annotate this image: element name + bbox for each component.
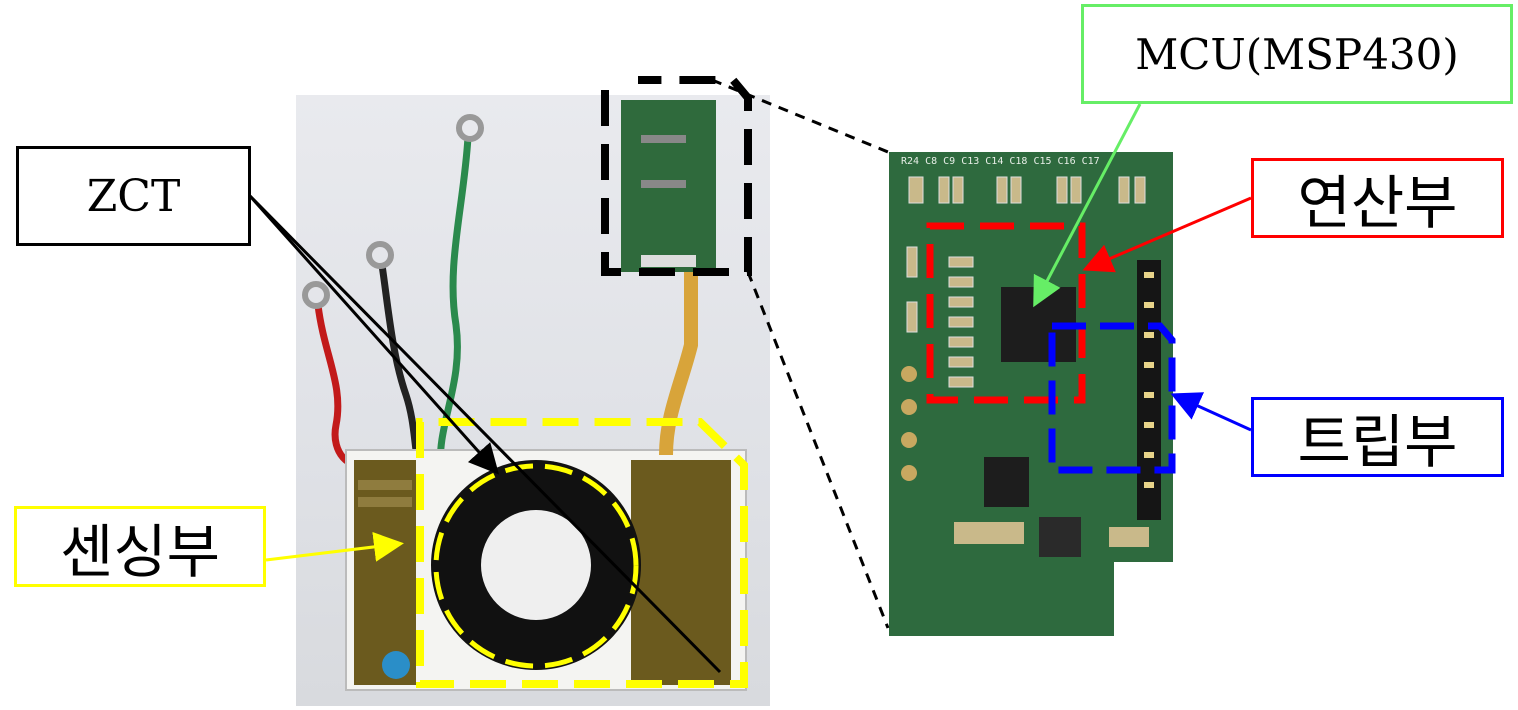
calc-label-box: 연산부 (1251, 158, 1504, 238)
zoom-leader-bottom (746, 271, 890, 629)
mcu-arrow (1033, 103, 1142, 308)
trip-region-dashed-outline (1048, 322, 1176, 474)
pcb-closeup-illustration: R24 C8 C9 C13 C14 C18 C15 C16 C17 (889, 152, 1173, 636)
trip-label: 트립부 (1297, 408, 1458, 476)
calc-label: 연산부 (1297, 169, 1458, 237)
small-pcb-dashed-box (601, 76, 752, 276)
sensing-label-box: 센싱부 (14, 506, 266, 587)
mcu-label: MCU(MSP430) (1135, 29, 1459, 79)
breaker-module-illustration (302, 100, 747, 691)
sensing-region-dashed-outline (416, 418, 748, 688)
zct-arrow-2 (248, 194, 722, 674)
trip-arrow (1170, 392, 1252, 432)
sensing-arrow (265, 531, 404, 562)
mcu-label-box: MCU(MSP430) (1081, 4, 1513, 104)
pcb-top-silkscreen: R24 C8 C9 C13 C14 C18 C15 C16 C17 (901, 156, 1100, 167)
calc-arrow (1082, 196, 1252, 273)
zct-arrow (248, 195, 499, 475)
pcb-closeup-photo: R24 C8 C9 C13 C14 C18 C15 C16 C17 (889, 152, 1173, 636)
trip-label-box: 트립부 (1251, 397, 1504, 477)
sensing-label: 센싱부 (59, 517, 221, 586)
breaker-module-photo (296, 95, 770, 706)
calc-region-dashed-outline (926, 222, 1086, 404)
zct-label: ZCT (86, 170, 181, 222)
zct-label-box: ZCT (16, 146, 251, 246)
zoom-leader-top (711, 78, 889, 154)
zct-dashed-circle (433, 463, 639, 669)
